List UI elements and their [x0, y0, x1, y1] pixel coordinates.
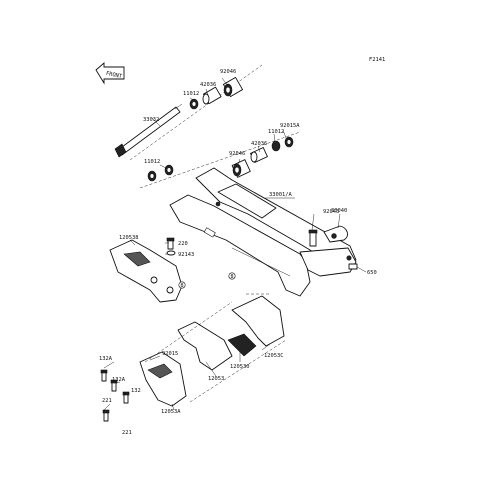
- callout-42036-top: 42036: [200, 82, 216, 88]
- callout-11012-mid: 11012: [268, 129, 284, 135]
- callout-92046-top: 92046: [220, 69, 236, 75]
- callout-11012-top: 11012: [183, 91, 199, 97]
- pivot-shaft: [114, 103, 183, 158]
- axis-line-lower: [139, 131, 301, 189]
- callout-33001A: 33001/A: [269, 192, 292, 198]
- callout-33032: 33032: [143, 117, 159, 123]
- callout-11012-left: 11012: [144, 159, 160, 165]
- middle-bearing-set: [231, 136, 294, 178]
- callout-132: 132: [131, 388, 141, 394]
- leader-lines: [103, 77, 341, 411]
- front-label: FRONT: [105, 71, 123, 80]
- callout-120538: 120538: [119, 235, 138, 241]
- chain-guide: [109, 239, 183, 303]
- callout-650: 650: [367, 270, 377, 276]
- callout-220: 220: [178, 241, 188, 247]
- callout-12053C: 12053C: [264, 353, 283, 359]
- swingarm-guard-assembly: [139, 293, 287, 407]
- front-arrow-icon: FRONT: [95, 62, 125, 85]
- svg-text:8: 8: [180, 283, 183, 289]
- bolt-220: 8: [166, 237, 186, 289]
- callout-42036-mid: 42036: [251, 141, 267, 147]
- callout-92046-mid: 92046: [229, 151, 245, 157]
- callout-92043: 92043: [323, 209, 339, 215]
- callout-221-a: 221: [102, 398, 112, 404]
- callout-92143: 92143: [178, 252, 194, 258]
- callout-120530: 120530: [230, 364, 249, 370]
- chain-adjuster: [308, 225, 348, 247]
- axis-line-upper: [129, 64, 263, 161]
- axle-bolt-650: [348, 263, 367, 273]
- callout-12053: 12053: [208, 376, 224, 382]
- callout-33040: 33040: [331, 208, 347, 214]
- svg-text:8: 8: [230, 274, 233, 280]
- figure-code: F2141: [369, 57, 385, 63]
- left-seal-set: [147, 164, 174, 182]
- callout-132A: 132A: [99, 356, 113, 362]
- callout-92015: 92015: [162, 351, 178, 357]
- callout-221-b: 221: [122, 430, 132, 436]
- upper-bearing-set: [189, 76, 244, 110]
- bolt-set-132: [100, 369, 130, 422]
- callout-132A-b: 132A: [112, 377, 126, 383]
- callout-92015A: 92015A: [280, 123, 300, 129]
- callout-labels: 92046 42036 11012 33032 92015A 11012 420…: [99, 69, 377, 436]
- callout-12053A: 12053A: [161, 409, 181, 415]
